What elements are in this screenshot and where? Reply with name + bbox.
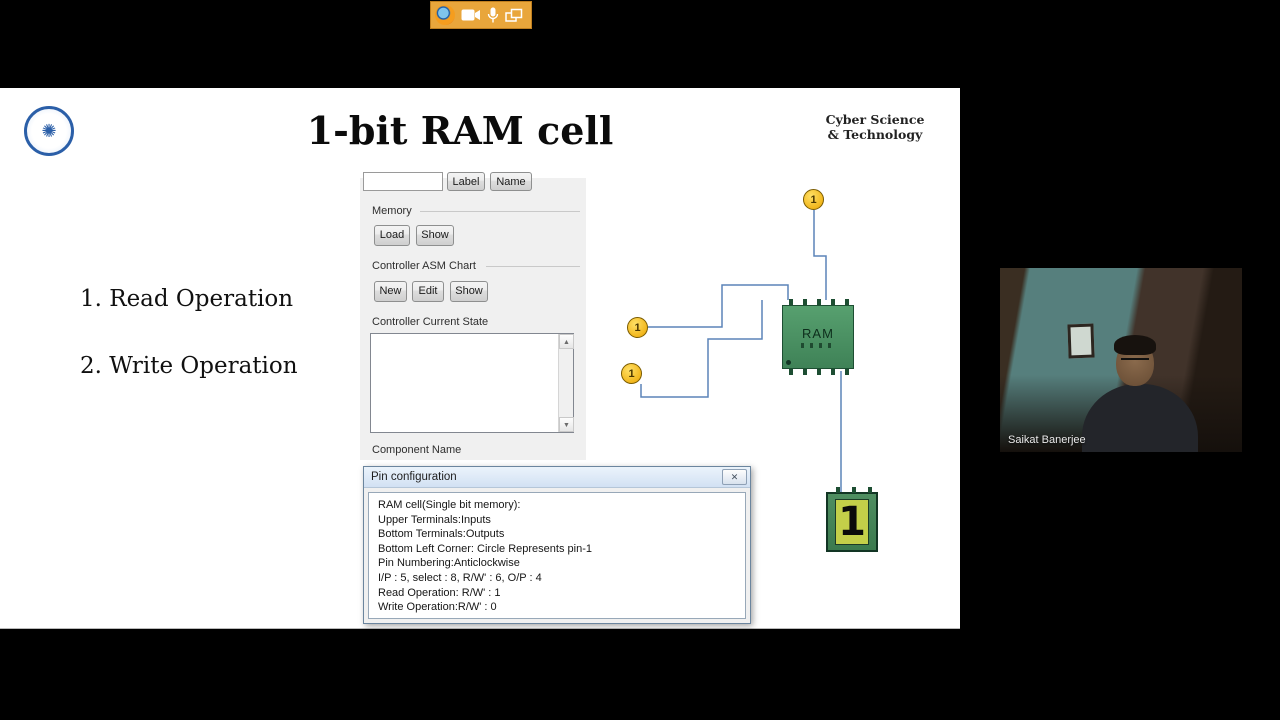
webcam-tile: Saikat Banerjee — [1000, 268, 1242, 452]
ram-pin-markings — [801, 343, 835, 348]
output-display-component[interactable]: 1 — [826, 487, 878, 552]
asm-edit-button[interactable]: Edit — [412, 281, 444, 302]
input-probe-a[interactable]: 1 — [627, 317, 648, 338]
input-probe-b[interactable]: 1 — [621, 363, 642, 384]
asm-new-button[interactable]: New — [374, 281, 407, 302]
person-head — [1114, 335, 1156, 386]
dialog-line: Upper Terminals:Inputs — [378, 513, 491, 526]
dialog-line: Bottom Left Corner: Circle Represents pi… — [378, 542, 592, 555]
memory-show-button[interactable]: Show — [416, 225, 454, 246]
firefox-icon[interactable] — [435, 5, 455, 25]
pin-configuration-dialog: Pin configuration ✕ RAM cell(Single bit … — [363, 466, 751, 624]
dialog-line: I/P : 5, select : 8, R/W' : 6, O/P : 4 — [378, 571, 542, 584]
display-value: 1 — [835, 499, 869, 545]
asm-show-button[interactable]: Show — [450, 281, 488, 302]
current-state-listbox[interactable]: ▲ ▼ — [370, 333, 574, 433]
slide-title: 1-bit RAM cell — [306, 108, 614, 153]
scroll-up-arrow-icon[interactable]: ▲ — [559, 334, 574, 349]
org-line1: Cyber Science — [825, 112, 925, 127]
person-glasses — [1121, 358, 1149, 365]
university-logo: ✺ — [24, 106, 74, 156]
dialog-titlebar[interactable]: Pin configuration ✕ — [364, 467, 750, 488]
component-name-label: Component Name — [372, 444, 466, 456]
memory-group-label: Memory — [372, 205, 416, 217]
dialog-body: RAM cell(Single bit memory): Upper Termi… — [368, 492, 746, 619]
microphone-icon[interactable] — [487, 7, 499, 23]
ram-bottom-pins — [789, 369, 849, 375]
dialog-line: Write Operation:R/W' : 0 — [378, 601, 497, 614]
screen-share-icon[interactable] — [505, 8, 523, 23]
ram-cell-component[interactable]: RAM — [782, 299, 854, 375]
memory-group-line — [420, 211, 580, 212]
label-button[interactable]: Label — [447, 172, 485, 191]
dialog-line: Read Operation: R/W' : 1 — [378, 586, 501, 599]
org-line2: & Technology — [827, 127, 923, 142]
dialog-line: Bottom Terminals:Outputs — [378, 528, 505, 541]
meeting-toolbar — [430, 1, 532, 29]
ram-top-pins — [789, 299, 849, 305]
listbox-scrollbar[interactable]: ▲ ▼ — [558, 334, 574, 432]
name-button[interactable]: Name — [490, 172, 532, 191]
memory-load-button[interactable]: Load — [374, 225, 410, 246]
dialog-line: RAM cell(Single bit memory): — [378, 499, 521, 511]
asm-group-line — [486, 266, 580, 267]
wall-picture — [1067, 323, 1095, 359]
input-probe-top[interactable]: 1 — [803, 189, 824, 210]
participant-name: Saikat Banerjee — [1008, 434, 1086, 446]
shared-slide: ✺ 1-bit RAM cell Cyber Science & Technol… — [0, 88, 960, 629]
pin1-indicator-icon — [786, 360, 791, 365]
component-name-input[interactable] — [363, 172, 443, 191]
asm-chart-group-label: Controller ASM Chart — [372, 260, 480, 272]
current-state-label: Controller Current State — [372, 316, 493, 328]
close-icon[interactable]: ✕ — [722, 469, 747, 485]
scroll-down-arrow-icon[interactable]: ▼ — [559, 417, 574, 432]
person-torso — [1082, 384, 1198, 452]
dialog-title: Pin configuration — [371, 471, 457, 483]
ram-label: RAM — [802, 326, 834, 341]
display-top-pins — [836, 487, 872, 493]
dialog-line: Pin Numbering:Anticlockwise — [378, 557, 520, 570]
org-name: Cyber Science & Technology — [820, 112, 930, 142]
bullet-write-operation: 2. Write Operation — [80, 353, 298, 379]
video-camera-icon[interactable] — [461, 8, 481, 22]
bullet-read-operation: 1. Read Operation — [80, 286, 294, 312]
